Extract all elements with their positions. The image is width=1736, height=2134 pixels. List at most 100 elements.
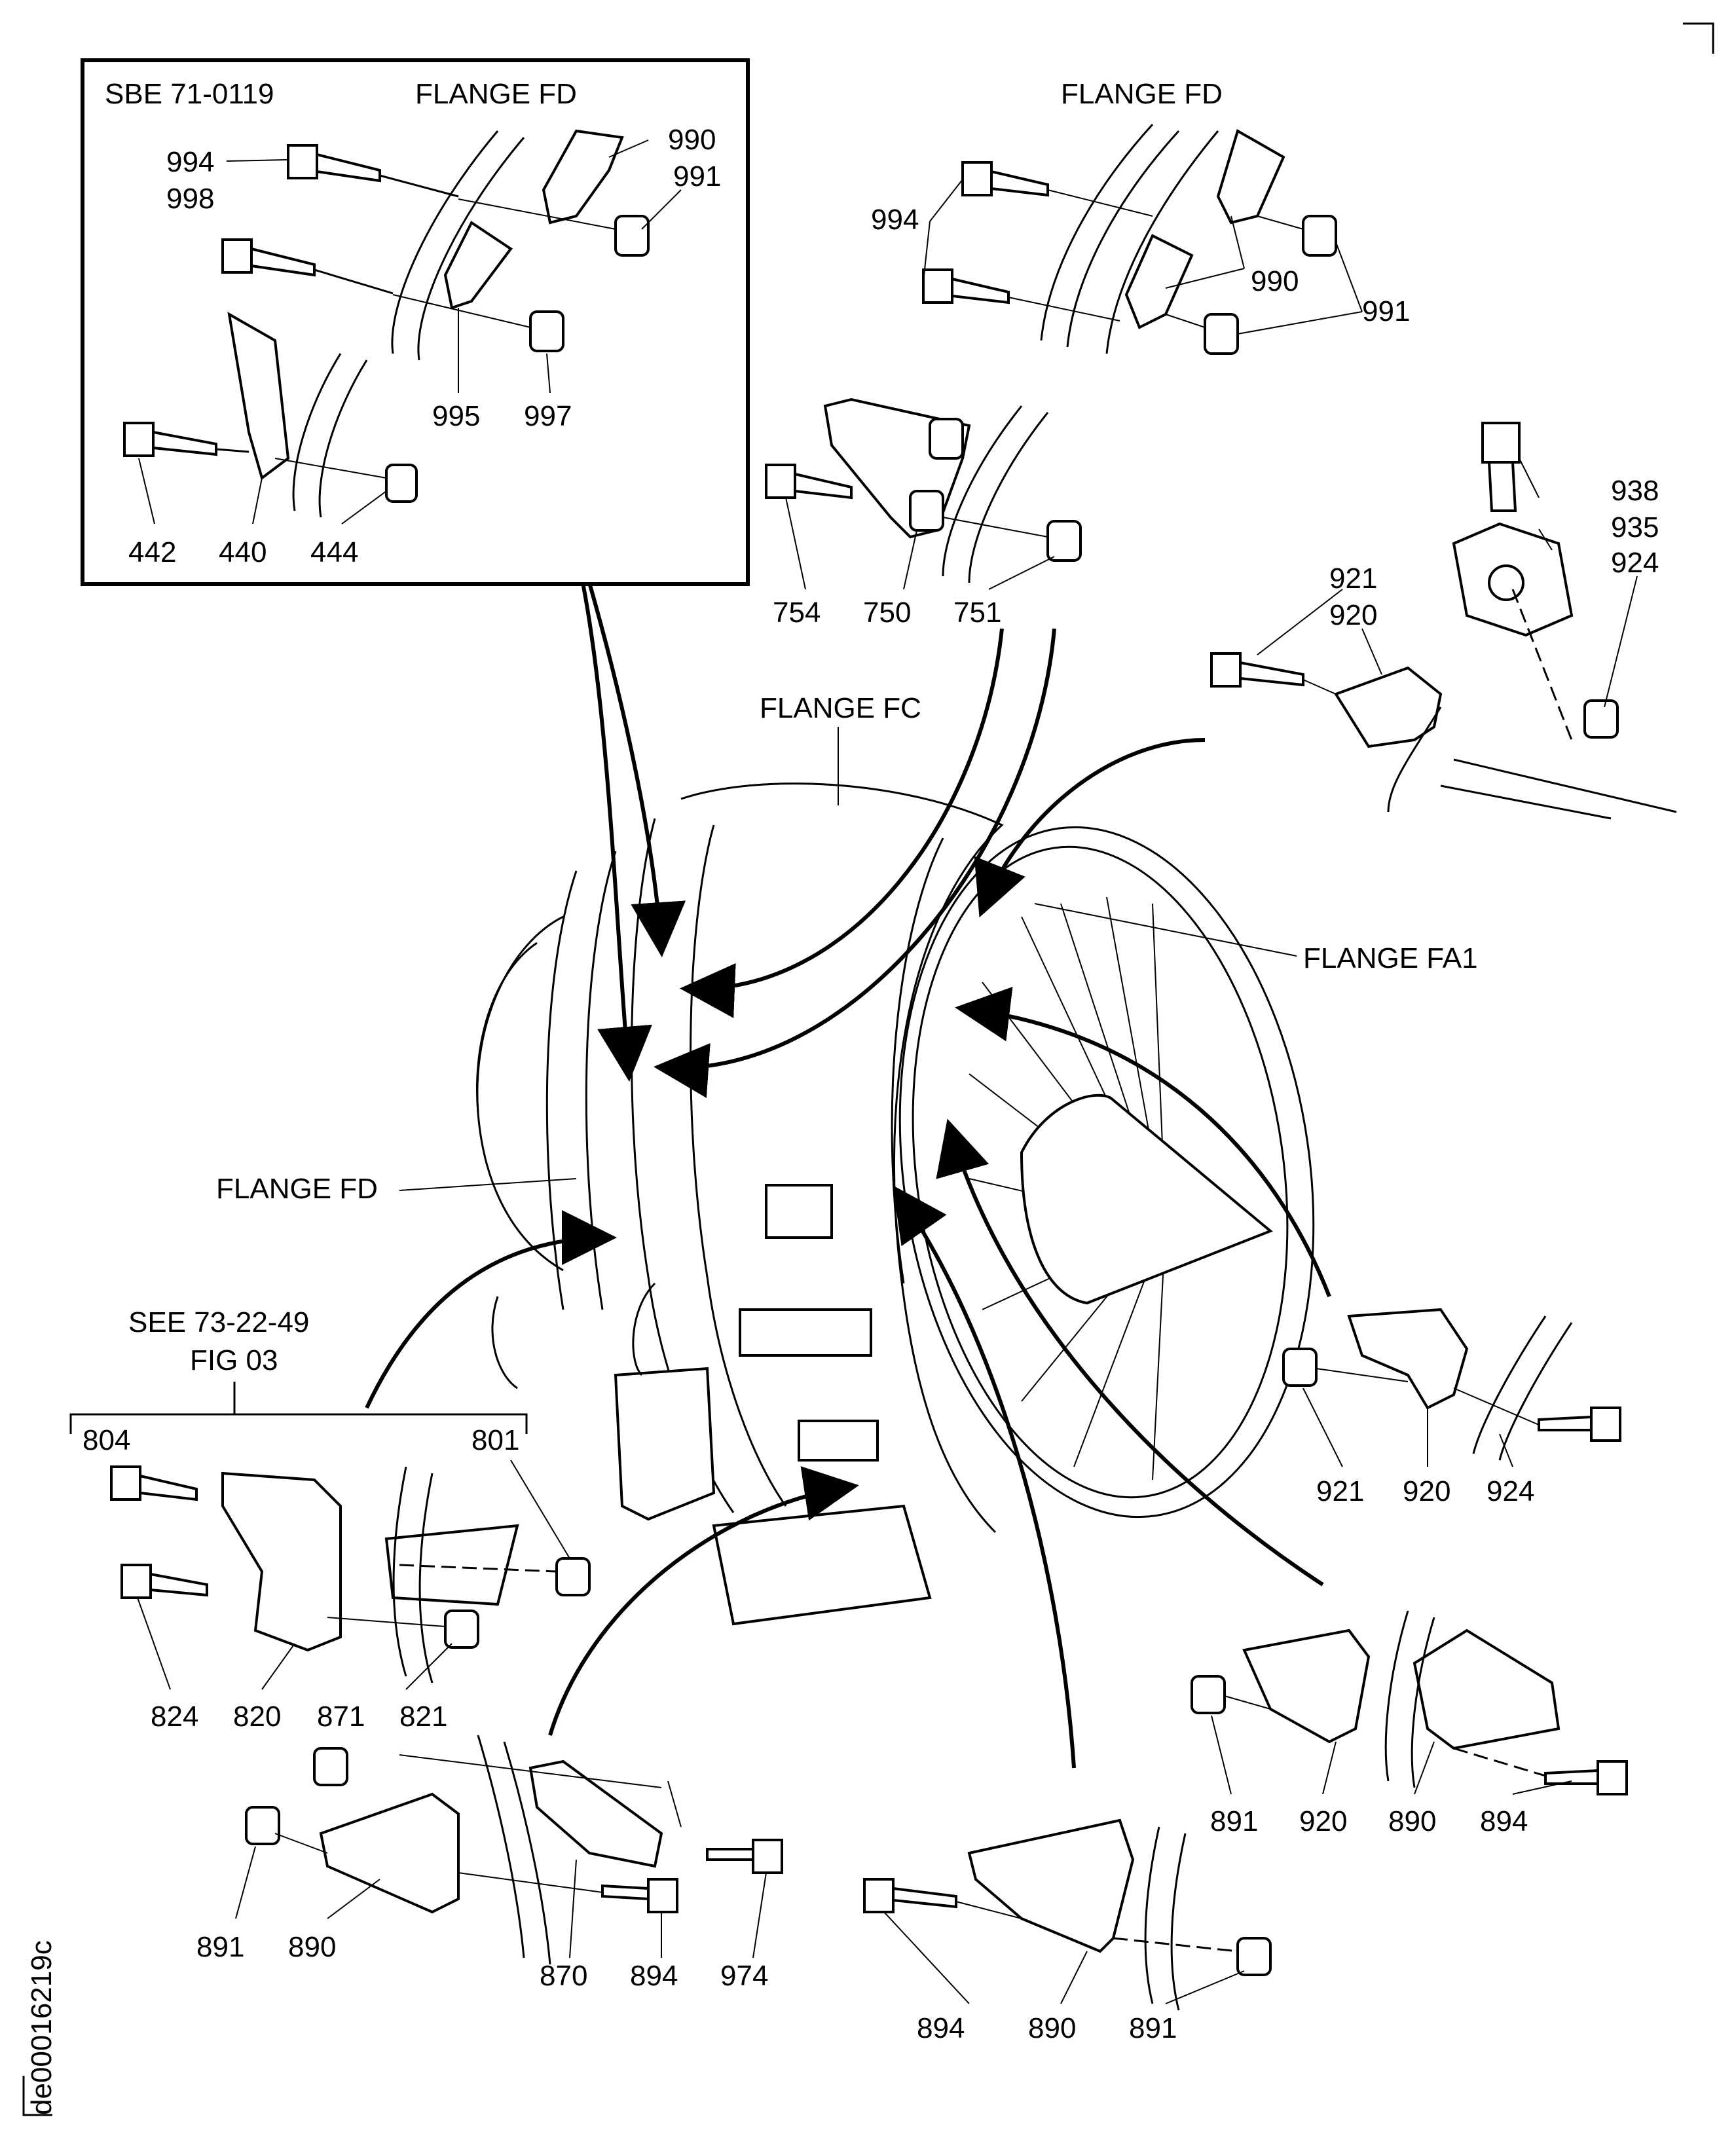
callout-894-a: 894 xyxy=(630,1960,678,1992)
callout-924-right: 924 xyxy=(1487,1475,1534,1507)
casing-fc xyxy=(680,782,1004,1534)
inset-flange-arc xyxy=(391,130,499,354)
spinner-cone xyxy=(1020,1094,1273,1305)
accessory-box-2 xyxy=(739,1308,872,1357)
inset-flange-arc-2 xyxy=(417,137,525,361)
callout-442-inset: 442 xyxy=(128,536,176,568)
bracket-890-c xyxy=(1413,1628,1561,1750)
callout-994-inset: 994 xyxy=(166,146,214,178)
bracket-820 xyxy=(221,1471,342,1652)
callout-891-a: 891 xyxy=(196,1931,244,1963)
callout-750: 750 xyxy=(863,597,911,629)
spacer-750-b xyxy=(909,490,944,532)
inset-flange-label: FLANGE FD xyxy=(415,78,577,110)
inset-flange-arc-3 xyxy=(292,353,342,511)
detail-870: 891 890 870 894 974 xyxy=(196,1735,783,1992)
callout-994-top: 994 xyxy=(871,204,919,236)
bracket-990-inset xyxy=(542,129,624,225)
bracket-995-inset xyxy=(443,221,513,310)
callout-997-inset: 997 xyxy=(524,400,572,432)
callout-824: 824 xyxy=(151,1701,198,1733)
callout-935: 935 xyxy=(1611,511,1659,543)
callout-804: 804 xyxy=(83,1424,130,1456)
pump-unit xyxy=(712,1504,932,1626)
accessory-box-3 xyxy=(798,1420,879,1462)
accessory-box-1 xyxy=(765,1184,833,1239)
reference-line2: FIG 03 xyxy=(190,1344,278,1376)
callout-974: 974 xyxy=(720,1960,768,1992)
bracket-920-b xyxy=(1242,1628,1371,1744)
nut-801 xyxy=(555,1557,591,1596)
nut-921-right xyxy=(1282,1348,1318,1387)
callout-991-inset: 991 xyxy=(673,160,721,193)
bracket-890-b xyxy=(967,1818,1135,1953)
callout-440-inset: 440 xyxy=(219,536,267,568)
nut-891-a xyxy=(245,1806,280,1845)
callout-754: 754 xyxy=(773,597,821,629)
bracket-990-top-a xyxy=(1216,129,1285,225)
bracket-990-top-b xyxy=(1124,234,1194,329)
bracket-440-inset xyxy=(227,312,290,481)
bolt-442-inset xyxy=(123,422,249,457)
callout-890-b: 890 xyxy=(1028,2012,1076,2044)
inset-flange-arc-4 xyxy=(318,359,368,518)
nut-891-b xyxy=(1236,1937,1272,1976)
nut-444-inset xyxy=(385,464,418,503)
detail-935: 938 935 924 921 920 xyxy=(1210,422,1677,820)
nut-991-top-a xyxy=(1302,215,1337,257)
nut-924-top xyxy=(1583,699,1619,739)
corner-mark xyxy=(1683,22,1714,54)
bolt-894-a xyxy=(601,1878,678,1913)
callout-938: 938 xyxy=(1611,475,1659,507)
nut-991-inset xyxy=(614,215,650,257)
callout-894-c: 894 xyxy=(1480,1805,1528,1837)
callout-801: 801 xyxy=(471,1424,519,1456)
bracket-920-right xyxy=(1347,1308,1469,1410)
callout-891-b: 891 xyxy=(1129,2012,1177,2044)
callout-990-inset: 990 xyxy=(668,124,716,156)
callout-924: 924 xyxy=(1611,547,1659,579)
callout-990-top: 990 xyxy=(1251,265,1299,297)
flange-fa1-label: FLANGE FA1 xyxy=(1303,942,1478,974)
nut-821 xyxy=(444,1610,479,1649)
flange-fd-top-label: FLANGE FD xyxy=(1061,78,1223,110)
detail-920-right: 921 920 924 xyxy=(1282,1308,1621,1507)
detail-820-left: SEE 73-22-49 FIG 03 804 801 824 820 871 … xyxy=(69,1306,591,1733)
callout-920: 920 xyxy=(1329,599,1377,631)
bolt-924-right xyxy=(1538,1407,1621,1442)
inset-sbe: SBE 71-0119 FLANGE FD xyxy=(81,58,750,586)
spacer-750-a xyxy=(929,418,964,460)
document-id: de00016219c xyxy=(26,1940,58,2115)
callout-991-top: 991 xyxy=(1362,295,1410,327)
nut-751 xyxy=(1046,520,1082,562)
callout-890-a: 890 xyxy=(288,1931,336,1963)
bolt-824 xyxy=(120,1564,208,1599)
bolt-974 xyxy=(706,1839,783,1874)
callout-871: 871 xyxy=(317,1701,365,1733)
nut-891-c xyxy=(1191,1675,1226,1714)
nut-997-inset xyxy=(529,310,564,352)
reference-line1: SEE 73-22-49 xyxy=(128,1306,309,1338)
callout-920-c: 920 xyxy=(1299,1805,1347,1837)
doc-id-mark xyxy=(22,2076,52,2116)
bolt-998-inset xyxy=(221,238,394,295)
callout-920-right: 920 xyxy=(1403,1475,1450,1507)
nut-991-top-b xyxy=(1204,313,1239,355)
bolt-938 xyxy=(1481,422,1521,512)
callout-998-inset: 998 xyxy=(166,183,214,215)
bracket-920-top xyxy=(1333,666,1443,748)
bolt-804 xyxy=(110,1465,198,1501)
bolt-894-b xyxy=(863,1878,957,1913)
detail-flange-fd-top: FLANGE FD 994 990 991 xyxy=(871,78,1410,355)
flange-fc-label: FLANGE FC xyxy=(760,692,921,724)
engine-illustration: FLANGE FC FLANGE FA1 FLANGE FD xyxy=(216,582,1478,1769)
callout-870: 870 xyxy=(540,1960,587,1992)
bolt-754 xyxy=(765,464,853,500)
bolt-894-c xyxy=(1544,1760,1628,1795)
nut-871 xyxy=(313,1747,348,1786)
detail-750: 754 750 751 xyxy=(765,397,1082,629)
callout-894-b: 894 xyxy=(917,2012,965,2044)
callout-890-c: 890 xyxy=(1388,1805,1436,1837)
callout-751: 751 xyxy=(953,597,1001,629)
